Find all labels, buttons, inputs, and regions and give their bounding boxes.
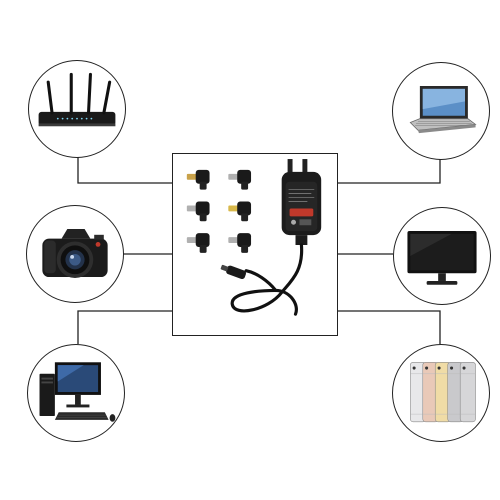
desktop-computer-icon	[39, 362, 116, 422]
laptop-icon	[409, 86, 477, 134]
charger-body	[281, 159, 322, 245]
connector-tip	[186, 201, 210, 222]
connector-tip	[228, 233, 252, 253]
connector-tip	[228, 169, 252, 190]
power-adapter-box	[172, 153, 338, 336]
connector-tips	[186, 169, 252, 253]
line-router	[77, 156, 172, 184]
phones-circle	[392, 344, 490, 442]
dc-plug	[220, 264, 247, 280]
charger-cable	[230, 243, 304, 316]
power-adapter-illustration	[186, 159, 322, 316]
line-laptop	[338, 156, 441, 184]
monitor-icon	[407, 231, 477, 285]
phone	[459, 361, 476, 423]
desktop-circle	[27, 344, 125, 442]
line-phones	[338, 310, 441, 344]
connector-tip	[186, 233, 210, 253]
smartphones-icon	[409, 361, 476, 423]
router-circle	[28, 60, 126, 158]
wifi-router-icon	[38, 72, 116, 127]
monitor-circle	[393, 207, 491, 305]
laptop-circle	[392, 62, 490, 160]
camera-circle	[26, 205, 124, 303]
connector-tip	[186, 169, 210, 190]
phone	[447, 361, 464, 423]
line-desktop	[77, 310, 172, 344]
dslr-camera-icon	[42, 229, 108, 278]
connector-tip	[228, 201, 252, 222]
